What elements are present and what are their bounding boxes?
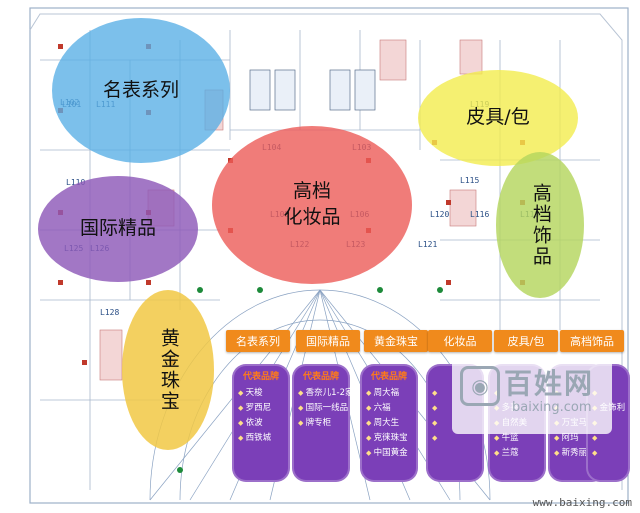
unit-label: L115 bbox=[460, 176, 480, 185]
brand-item: 兰蔻 bbox=[494, 446, 544, 461]
lift-core bbox=[249, 69, 376, 111]
brand-item: 周大福 bbox=[366, 386, 416, 401]
unit-label: L128 bbox=[100, 308, 120, 317]
brand-column: 代表品牌周大福六福周大生克徕珠宝中国黄金 bbox=[360, 364, 418, 482]
brand-item: 香奈儿1-2家 bbox=[298, 386, 354, 401]
brand-column: 代表品牌天梭罗西尼依波西铁城 bbox=[232, 364, 290, 482]
brand-item: 周大生 bbox=[366, 416, 416, 431]
watermark-sub-text: baixing.com bbox=[512, 400, 592, 415]
brand-item: 金饰利 bbox=[592, 401, 628, 416]
unit-label: L120 bbox=[430, 210, 450, 219]
brand-item: 天梭 bbox=[238, 386, 288, 401]
zone-leather: 皮具/包 bbox=[418, 70, 578, 166]
brand-item: 依波 bbox=[238, 416, 288, 431]
category-header-leather: 皮具/包 bbox=[494, 330, 558, 352]
brand-item bbox=[592, 446, 628, 461]
category-header-cosmetics: 化妆品 bbox=[428, 330, 492, 352]
category-header-accessories: 高档饰品 bbox=[560, 330, 624, 352]
brand-item: 克徕珠宝 bbox=[366, 431, 416, 446]
category-header-gold: 黄金珠宝 bbox=[364, 330, 428, 352]
brand-item: 六福 bbox=[366, 401, 416, 416]
brand-list: 天梭罗西尼依波西铁城 bbox=[238, 386, 288, 446]
baixing-logo-icon: ◉ bbox=[460, 366, 500, 406]
brand-list: 金饰利 bbox=[592, 386, 628, 461]
brand-column-title: 代表品牌 bbox=[302, 372, 339, 382]
brand-item: 罗西尼 bbox=[238, 401, 288, 416]
footer-url: www.baixing.com bbox=[532, 496, 632, 509]
unit-label: L110 bbox=[66, 178, 86, 187]
brand-item: 中国黄金 bbox=[366, 446, 416, 461]
brand-item: 牛篮 bbox=[494, 431, 544, 446]
brand-column-title: 代表品牌 bbox=[370, 372, 407, 382]
watermark-logo: ◉ 百姓网 baixing.com bbox=[452, 356, 612, 434]
brand-list: 周大福六福周大生克徕珠宝中国黄金 bbox=[366, 386, 416, 461]
brand-list: 香奈儿1-2家国际一线品牌专柜 bbox=[298, 386, 354, 431]
brand-column: 代表品牌香奈儿1-2家国际一线品牌专柜 bbox=[292, 364, 354, 482]
outer-wall-line bbox=[29, 13, 623, 490]
category-header-international: 国际精品 bbox=[296, 330, 360, 352]
zone-cosmetics-label: 高档 化妆品 bbox=[283, 180, 341, 228]
zone-international-label: 国际精品 bbox=[79, 217, 156, 240]
brand-item: 新秀丽 bbox=[554, 446, 604, 461]
unit-label: L121 bbox=[418, 240, 438, 249]
zone-international: 国际精品 bbox=[38, 176, 198, 282]
brand-item: 阿玛 bbox=[554, 431, 604, 446]
watermark-logo-text: 百姓网 bbox=[504, 367, 595, 400]
zone-watches: 名表系列 bbox=[52, 18, 230, 163]
zone-accessories: 高档饰品 bbox=[496, 152, 584, 298]
zone-gold-jewelry: 黄金珠宝 bbox=[122, 290, 214, 450]
zone-watches-label: 名表系列 bbox=[102, 78, 179, 101]
brand-item: 牌专柜 bbox=[298, 416, 348, 431]
zone-cosmetics: 高档 化妆品 bbox=[212, 126, 412, 284]
brand-item: 西铁城 bbox=[238, 431, 288, 446]
zone-leather-label: 皮具/包 bbox=[466, 106, 530, 129]
zone-gold-jewelry-label: 黄金珠宝 bbox=[157, 328, 180, 412]
brand-column-title: 代表品牌 bbox=[242, 372, 279, 382]
category-header-watches: 名表系列 bbox=[226, 330, 290, 352]
unit-label: L116 bbox=[470, 210, 490, 219]
brand-item: 国际一线品 bbox=[298, 401, 349, 416]
zone-accessories-label: 高档饰品 bbox=[529, 183, 552, 267]
